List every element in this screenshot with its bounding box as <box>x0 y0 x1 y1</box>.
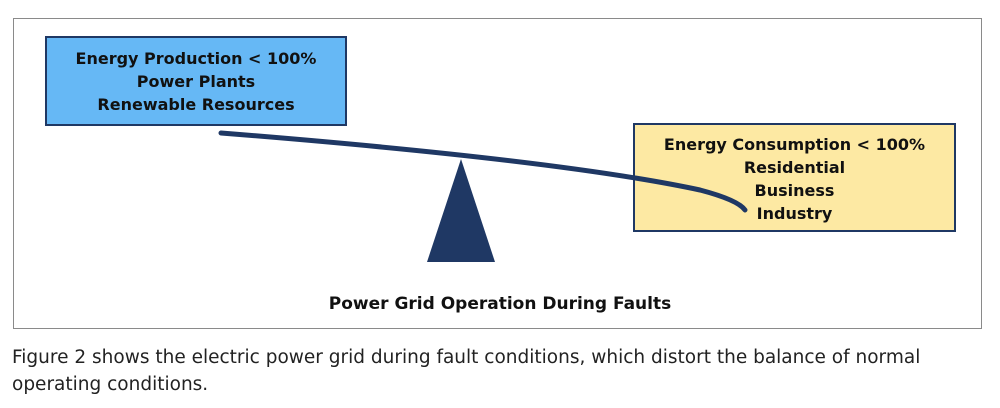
production-line-1: Energy Production < 100% <box>75 49 317 68</box>
figure-caption: Figure 2 shows the electric power grid d… <box>12 347 921 395</box>
consumption-line-1: Energy Consumption < 100% <box>663 135 926 154</box>
consumption-line-2: Residential <box>743 158 846 177</box>
consumption-line-3: Business <box>754 181 835 200</box>
figure-title: Power Grid Operation During Faults <box>328 294 672 314</box>
energy-production-box: Energy Production < 100% Power Plants Re… <box>45 36 347 126</box>
production-line-2: Power Plants <box>136 72 256 91</box>
energy-consumption-box: Energy Consumption < 100% Residential Bu… <box>633 123 956 232</box>
fulcrum-triangle <box>427 159 495 262</box>
balance-beam <box>218 130 748 213</box>
consumption-line-4: Industry <box>756 204 833 223</box>
production-line-3: Renewable Resources <box>97 95 295 114</box>
